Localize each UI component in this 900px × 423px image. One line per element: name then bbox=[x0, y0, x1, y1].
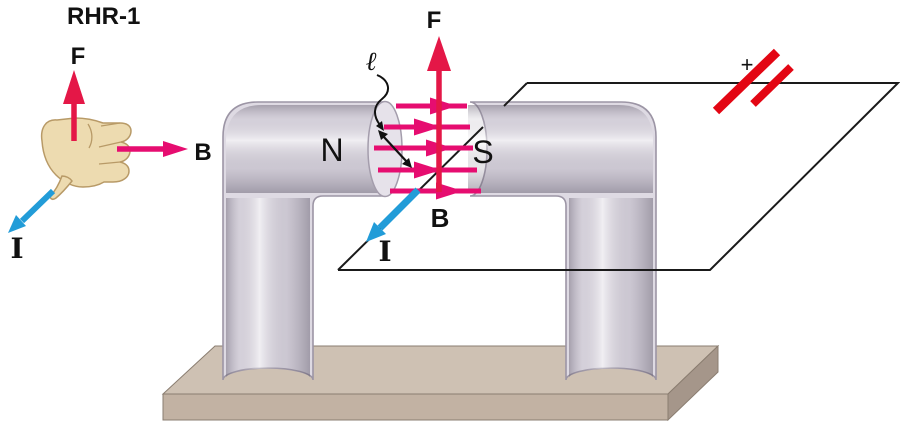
current-arrowhead bbox=[8, 215, 26, 233]
south-arm-shading bbox=[468, 105, 653, 193]
base-side-face bbox=[667, 344, 719, 422]
finger-creases bbox=[87, 122, 122, 165]
hand-thumb bbox=[49, 175, 73, 200]
length-extent-head-upper bbox=[378, 130, 388, 140]
hand-back bbox=[40, 117, 132, 188]
current-arrow-inset bbox=[8, 188, 56, 233]
current-arrow-shaft bbox=[377, 187, 421, 231]
north-arm-shading bbox=[226, 105, 382, 193]
field-label-inset: B bbox=[194, 139, 211, 166]
right-hand-illustration bbox=[40, 117, 132, 200]
length-pointer-arrowhead bbox=[376, 121, 384, 131]
right-leg-shading bbox=[569, 198, 653, 377]
current-arrowhead bbox=[366, 222, 386, 242]
base-front-face bbox=[162, 393, 669, 421]
current-arrow-gap bbox=[366, 187, 421, 242]
battery-symbol bbox=[712, 48, 794, 115]
wire-loop bbox=[338, 82, 900, 271]
force-arrow-inset bbox=[63, 70, 85, 141]
length-extent-head-lower bbox=[402, 158, 412, 168]
wire-segment-upper bbox=[503, 82, 528, 107]
north-pole-label: N bbox=[320, 132, 343, 168]
south-pole-label: S bbox=[472, 134, 493, 170]
field-arrowhead bbox=[414, 118, 441, 136]
battery-positive-label: + bbox=[741, 52, 754, 77]
force-label-inset: F bbox=[71, 43, 86, 70]
length-label: ℓ bbox=[366, 47, 377, 77]
rhr1-inset: RHR-1 F B I bbox=[8, 3, 212, 265]
current-label-gap: I bbox=[378, 235, 391, 268]
force-label-gap: F bbox=[427, 7, 442, 34]
field-arrowhead bbox=[163, 141, 188, 157]
length-extent-line bbox=[382, 135, 408, 163]
left-leg-shading bbox=[226, 198, 310, 377]
battery-plate-long bbox=[712, 48, 781, 115]
field-arrowhead bbox=[414, 161, 441, 179]
battery-plate-short bbox=[750, 64, 794, 107]
force-arrowhead bbox=[63, 70, 85, 104]
current-arrow-shaft bbox=[19, 188, 56, 224]
force-arrowhead bbox=[427, 36, 451, 71]
current-label-inset: I bbox=[10, 232, 23, 265]
horseshoe-magnet bbox=[222, 100, 657, 381]
length-pointer-curve bbox=[374, 74, 389, 126]
field-label-gap: B bbox=[431, 203, 450, 233]
length-extent-arrow bbox=[378, 130, 412, 168]
field-arrowhead bbox=[436, 182, 463, 200]
field-arrowhead bbox=[430, 97, 457, 115]
force-arrow-gap bbox=[427, 36, 451, 192]
field-arrow-inset bbox=[117, 141, 188, 157]
inset-title: RHR-1 bbox=[67, 3, 140, 30]
